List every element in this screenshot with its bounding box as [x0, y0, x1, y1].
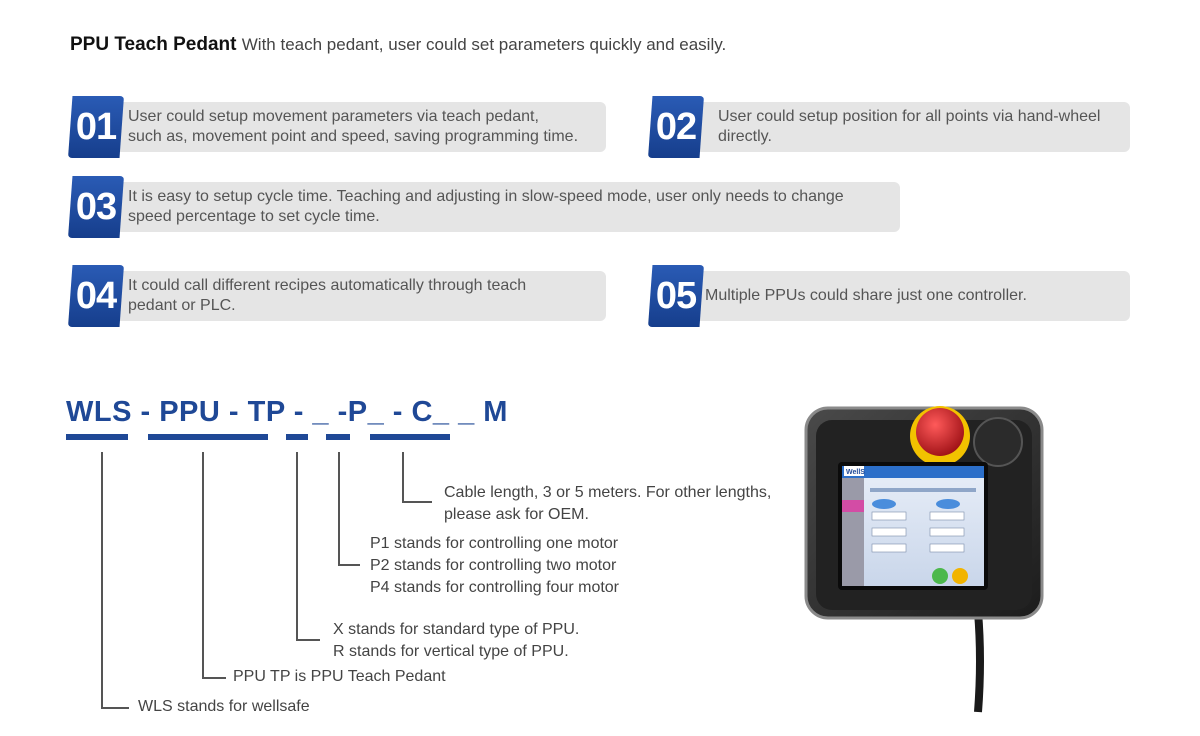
connector-wls [101, 452, 103, 708]
feature-05: 05 Multiple PPUs could share just one co… [648, 265, 1130, 327]
feature-bar [88, 102, 606, 152]
feature-text-line: It could call different recipes automati… [128, 277, 527, 294]
feature-text-line: speed percentage to set cycle time. [128, 208, 380, 225]
connector-type [296, 452, 298, 640]
feature-bar [88, 182, 900, 232]
code-underline-cable [370, 434, 450, 440]
feature-text: User could setup movement parameters via… [128, 102, 596, 152]
model-code: WLS - PPU - TP - _ -P_ - C_ _ M [66, 396, 508, 428]
code-underline-wls [66, 434, 128, 440]
code-underline-type [286, 434, 308, 440]
feature-text-line: It is easy to setup cycle time. Teaching… [128, 188, 844, 205]
connector-ppu-tp [202, 452, 204, 678]
feature-text-line: Multiple PPUs could share just one contr… [705, 287, 1027, 304]
feature-bar [88, 271, 606, 321]
feature-number-badge: 01 [68, 96, 124, 158]
page-title: PPU Teach Pedant [70, 34, 237, 55]
legend-line: R stands for vertical type of PPU. [333, 643, 569, 660]
feature-text-line: User could setup movement parameters via… [128, 108, 539, 125]
legend-cable: Cable length, 3 or 5 meters. For other l… [444, 482, 771, 526]
feature-text-line: such as, movement point and speed, savin… [128, 128, 579, 145]
feature-text-line: pedant or PLC. [128, 297, 236, 314]
connector-ppu-tp-h [202, 677, 226, 679]
legend-motor: P1 stands for controlling one motor P2 s… [370, 533, 619, 599]
feature-01: 01 User could setup movement parameters … [68, 96, 606, 158]
feature-number-badge: 04 [68, 265, 124, 327]
connector-motor [338, 452, 340, 565]
pendant-logo: WellS [846, 469, 865, 476]
connector-motor-h [338, 564, 360, 566]
connector-cable [402, 452, 404, 502]
feature-text: It could call different recipes automati… [128, 271, 596, 321]
legend-type: X stands for standard type of PPU. R sta… [333, 619, 579, 663]
teach-pendant-illustration: WellS [804, 406, 1044, 713]
feature-text: User could setup position for all points… [718, 102, 1120, 152]
code-underline-ppu-tp [148, 434, 268, 440]
feature-number-badge: 05 [648, 265, 704, 327]
connector-cable-h [402, 501, 432, 503]
legend-line: P2 stands for controlling two motor [370, 557, 617, 574]
legend-line: please ask for OEM. [444, 506, 589, 523]
feature-04: 04 It could call different recipes autom… [68, 265, 606, 327]
code-underline-motor [326, 434, 350, 440]
pendant-screen [842, 466, 984, 586]
connector-type-h [296, 639, 320, 641]
feature-number-badge: 03 [68, 176, 124, 238]
feature-bar [668, 271, 1130, 321]
feature-02: 02 User could setup position for all poi… [648, 96, 1130, 158]
feature-number-badge: 02 [648, 96, 704, 158]
connector-wls-h [101, 707, 129, 709]
feature-text-line: directly. [718, 128, 772, 145]
feature-text-line: User could setup position for all points… [718, 108, 1101, 125]
legend-line: X stands for standard type of PPU. [333, 621, 580, 638]
feature-bar [668, 102, 1130, 152]
legend-ppu-tp: PPU TP is PPU Teach Pedant [233, 668, 446, 685]
page-header: PPU Teach Pedant With teach pedant, user… [70, 34, 726, 56]
teach-pendant-image: WellS [800, 400, 1050, 720]
feature-text: Multiple PPUs could share just one contr… [705, 271, 1120, 321]
legend-wls: WLS stands for wellsafe [138, 698, 310, 715]
feature-03: 03 It is easy to setup cycle time. Teach… [68, 176, 900, 238]
feature-text: It is easy to setup cycle time. Teaching… [128, 182, 890, 232]
page-description: With teach pedant, user could set parame… [241, 35, 727, 54]
legend-line: Cable length, 3 or 5 meters. For other l… [444, 484, 772, 501]
legend-line: P1 stands for controlling one motor [370, 535, 619, 552]
legend-line: P4 stands for controlling four motor [370, 579, 620, 596]
